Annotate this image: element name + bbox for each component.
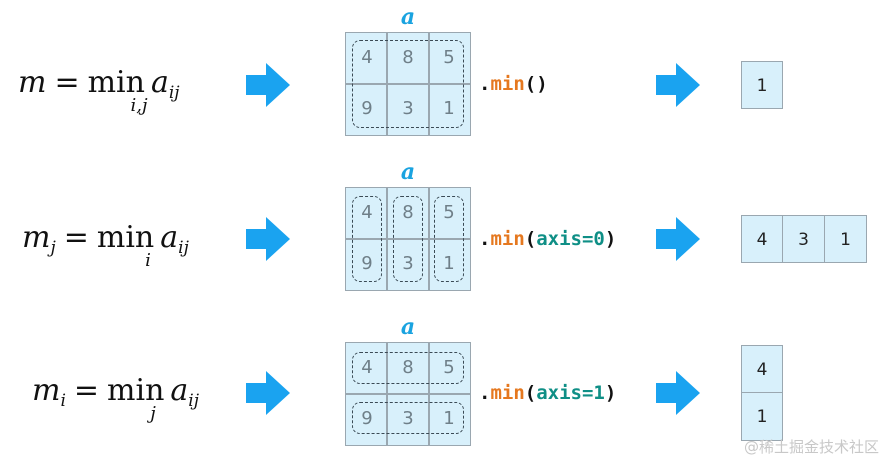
grid-cell: 1 — [443, 408, 455, 429]
formula-under: j — [150, 403, 156, 424]
grid-label: a — [400, 4, 416, 30]
formula-var: a — [170, 373, 189, 408]
code-dot: . — [479, 382, 491, 404]
grid-cell: 9 — [361, 408, 373, 429]
result-column-vector: 4 1 — [741, 345, 783, 441]
grid-label: a — [400, 314, 416, 340]
formula-lhs-sub: i — [60, 391, 66, 411]
array-grid: 4 8 5 9 3 1 — [345, 32, 471, 136]
formula-eq: = — [73, 373, 100, 408]
result-cell: 4 — [741, 215, 783, 263]
dashed-group-column — [352, 196, 382, 282]
code-close: ) — [604, 382, 617, 404]
code-open: ( — [524, 73, 537, 95]
formula-min: min — [96, 220, 155, 255]
formula-lhs: m — [32, 373, 61, 408]
grid-cell: 4 — [361, 357, 373, 378]
formula-min: min — [107, 373, 165, 408]
right-arrow-icon — [654, 369, 702, 417]
formula-lhs: m — [18, 65, 47, 100]
dashed-group-column — [393, 196, 423, 282]
formula-min: min — [87, 65, 145, 100]
formula-var-sub: ij — [178, 238, 189, 258]
right-arrow-icon — [244, 215, 292, 263]
row-min-axis0: mj=min aij i a 4 8 5 9 3 1 .min(axis=0) … — [0, 155, 885, 295]
watermark: @稀土掘金技术社区 — [743, 438, 879, 456]
formula-var-sub: ij — [168, 83, 180, 103]
code-close: ) — [604, 228, 617, 250]
code-kw: axis=0 — [536, 228, 605, 250]
grid-cell: 3 — [402, 98, 414, 119]
code-call: .min(axis=1) — [479, 382, 616, 404]
row-min-axis1: mi=min aij j a 4 8 5 9 3 1 .min(axis=1) … — [0, 310, 885, 450]
result-cell: 1 — [741, 393, 783, 441]
grid-label: a — [400, 159, 416, 185]
formula-var: a — [160, 220, 179, 255]
formula-under: i,j — [130, 95, 148, 116]
right-arrow-icon — [244, 61, 292, 109]
row-min-all: m=min aij i,j a 4 8 5 9 3 1 .min() 1 — [0, 0, 885, 140]
formula-lhs: m — [22, 220, 51, 255]
right-arrow-icon — [244, 369, 292, 417]
result-cell: 3 — [783, 215, 825, 263]
grid-cell: 8 — [402, 47, 414, 68]
formula-eq: = — [54, 65, 80, 100]
code-dot: . — [479, 228, 491, 250]
grid-cell: 4 — [361, 202, 373, 223]
grid-cell: 1 — [443, 98, 455, 119]
dashed-group-row — [352, 402, 464, 434]
grid-cell: 3 — [402, 253, 414, 274]
result-cell: 1 — [825, 215, 867, 263]
grid-cell: 5 — [443, 47, 455, 68]
code-fn: min — [490, 228, 525, 250]
code-fn: min — [490, 73, 525, 95]
result-cell: 1 — [741, 61, 783, 109]
grid-cell: 8 — [402, 202, 414, 223]
code-fn: min — [490, 382, 525, 404]
formula-var: a — [150, 65, 169, 100]
right-arrow-icon — [654, 61, 702, 109]
grid-cell: 3 — [402, 408, 414, 429]
result-row-vector: 4 3 1 — [741, 215, 867, 263]
grid-cell: 9 — [361, 253, 373, 274]
grid-cell: 5 — [443, 202, 455, 223]
dashed-group-all — [352, 40, 464, 128]
dashed-group-row — [352, 352, 464, 384]
result-scalar: 1 — [741, 61, 783, 109]
code-dot: . — [479, 73, 491, 95]
code-close: ) — [536, 73, 548, 95]
result-cell: 4 — [741, 345, 783, 393]
code-call: .min() — [479, 73, 548, 95]
formula-lhs-sub: j — [50, 238, 56, 258]
formula-var-sub: ij — [188, 391, 200, 411]
array-grid: 4 8 5 9 3 1 — [345, 187, 471, 291]
formula-under: i — [145, 250, 151, 271]
code-call: .min(axis=0) — [479, 228, 616, 250]
formula-eq: = — [63, 220, 89, 255]
grid-cell: 1 — [443, 253, 455, 274]
code-open: ( — [524, 228, 537, 250]
grid-cell: 9 — [361, 98, 373, 119]
grid-cell: 5 — [443, 357, 455, 378]
grid-cell: 8 — [402, 357, 414, 378]
code-kw: axis=1 — [536, 382, 605, 404]
code-open: ( — [524, 382, 537, 404]
grid-cell: 4 — [361, 47, 373, 68]
right-arrow-icon — [654, 215, 702, 263]
array-grid: 4 8 5 9 3 1 — [345, 342, 471, 446]
dashed-group-column — [434, 196, 464, 282]
